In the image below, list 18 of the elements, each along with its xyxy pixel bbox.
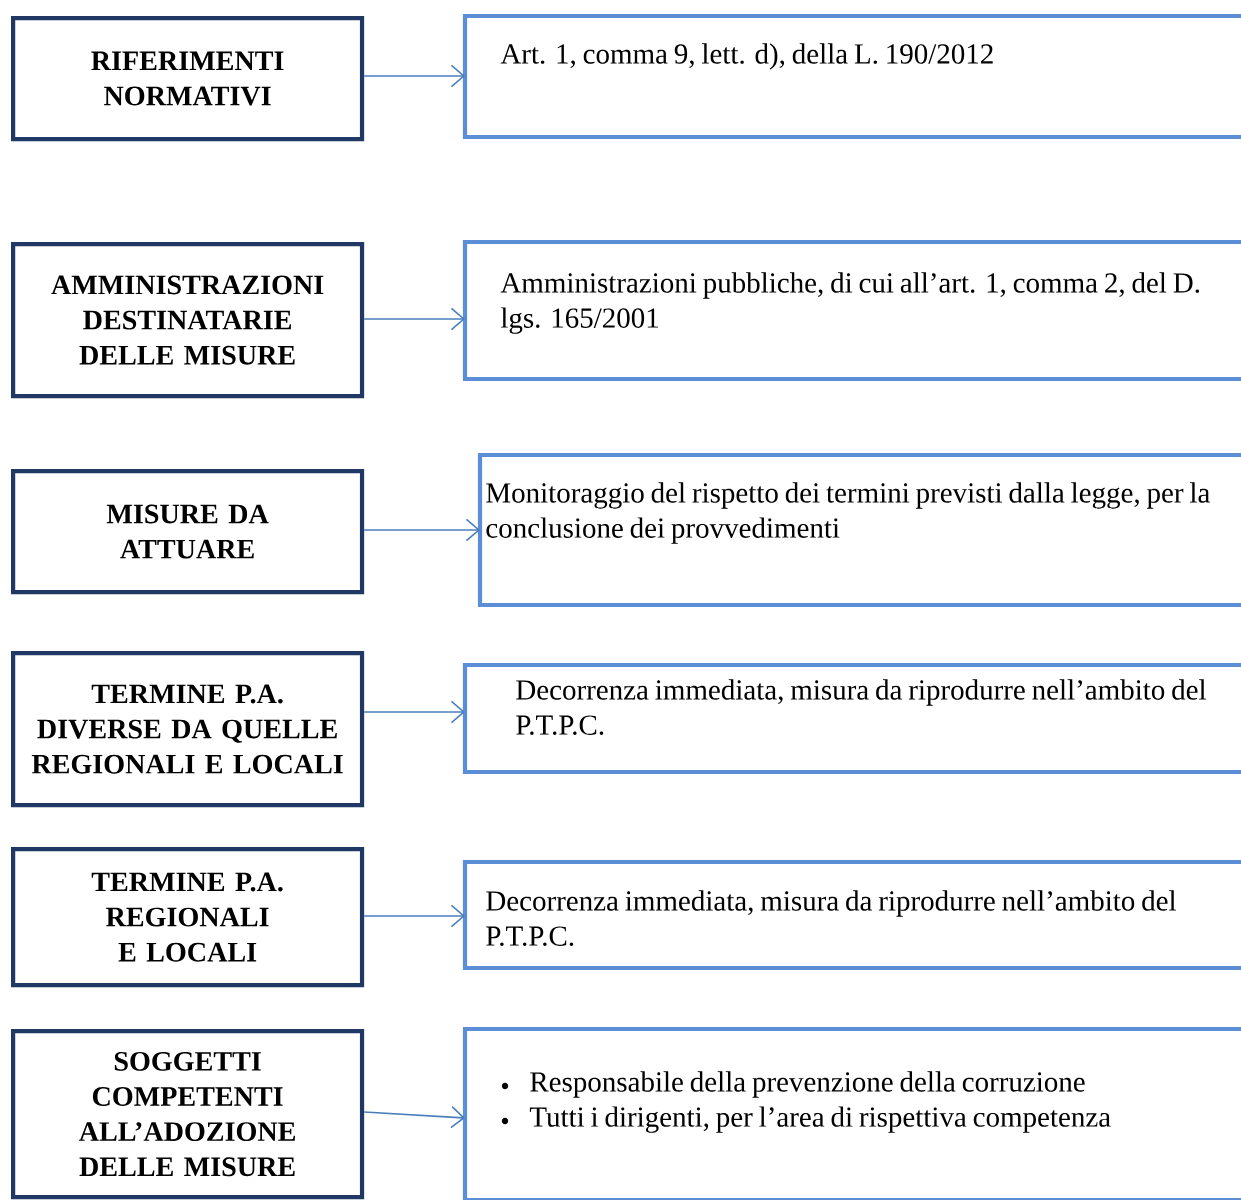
arrow	[363, 700, 465, 724]
text-box: Responsabile della prevenzione della corruzione Tutti i dirigenti, per l’area di rispettiva competenza	[462, 1026, 1241, 1200]
text-box: Decorrenza immediata, misura da riprodurre nell’ambito del P.T.P.C.	[462, 662, 1241, 775]
heading-box: SOGGETTI COMPETENTI ALL’ADOZIONE DELLE MISURE	[11, 1029, 365, 1200]
text-box: Monitoraggio del rispetto dei termini previsti dalla legge, per la conclusione dei provvedimenti	[477, 452, 1241, 608]
heading-box: TERMINE P.A. REGIONALI E LOCALI	[11, 847, 365, 988]
text-box: Amministrazioni pubbliche, di cui all’art. 1, comma 2, del D. lgs. 165/2001	[462, 239, 1241, 382]
arrow	[363, 518, 480, 542]
heading-box: TERMINE P.A. DIVERSE DA QUELLE REGIONALI E LOCALI	[11, 651, 365, 808]
arrow	[363, 1105, 465, 1129]
arrow	[363, 64, 465, 88]
arrow	[363, 904, 465, 928]
heading-box: MISURE DA ATTUARE	[11, 469, 365, 595]
text-box: Art. 1, comma 9, lett. d), della L. 190/2012	[462, 13, 1241, 140]
text-box: Decorrenza immediata, misura da riprodurre nell’ambito del P.T.P.C.	[462, 859, 1241, 971]
arrow	[363, 307, 465, 331]
heading-box: RIFERIMENTI NORMATIVI	[11, 16, 365, 142]
heading-box: AMMINISTRAZIONI DESTINATARIE DELLE MISURE	[11, 242, 365, 399]
